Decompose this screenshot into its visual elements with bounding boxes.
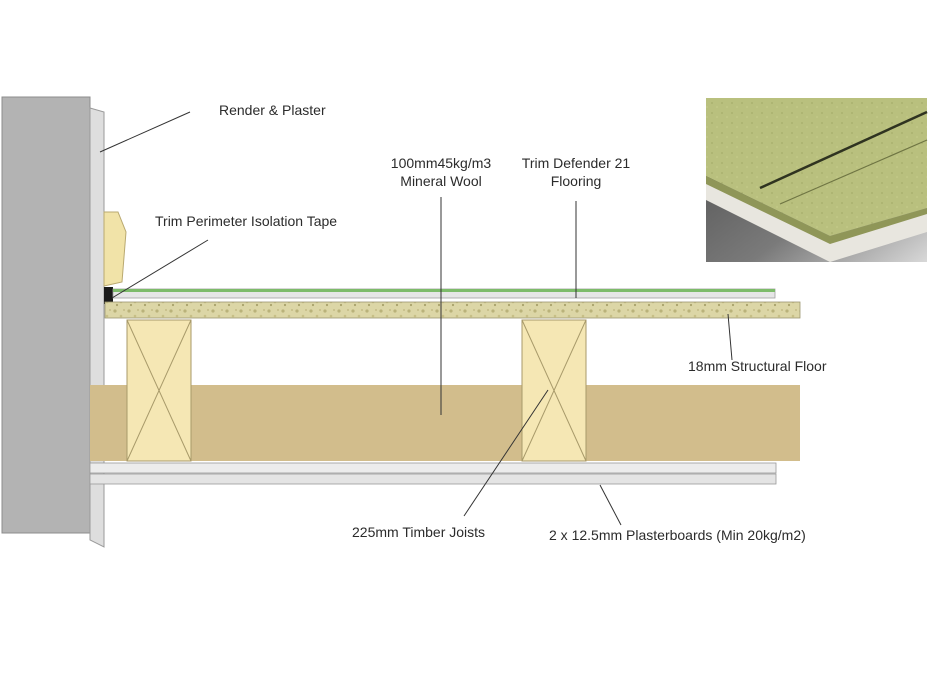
flooring-green-top — [113, 289, 775, 292]
label-structural-floor: 18mm Structural Floor — [688, 358, 827, 374]
label-timber-joists: 225mm Timber Joists — [352, 524, 486, 540]
label-plasterboards: 2 x 12.5mm Plasterboards (Min 20kg/m2) — [549, 527, 806, 543]
timber-joist-left — [126, 319, 192, 462]
label-mineral-wool-line2: Mineral Wool — [400, 173, 482, 189]
plasterboard-upper — [89, 462, 777, 474]
plasterboard-lower — [89, 473, 777, 485]
leader-lines — [99, 111, 733, 526]
label-flooring-line2: Flooring — [550, 173, 602, 189]
product-photo — [706, 98, 928, 262]
masonry-wall — [1, 96, 91, 534]
structural-floor-layer — [104, 301, 801, 319]
timber-joist-right — [521, 319, 587, 462]
label-isolation-tape: Trim Perimeter Isolation Tape — [155, 213, 338, 229]
mineral-wool-layer — [90, 385, 800, 461]
isolation-tape-strip — [103, 211, 127, 287]
label-mineral-wool: 100mm45kg/m3 Mineral Wool — [380, 154, 502, 190]
label-flooring-line1: Trim Defender 21 — [521, 155, 631, 171]
label-render-plaster: Render & Plaster — [219, 102, 326, 118]
label-mineral-wool-line1: 100mm45kg/m3 — [390, 155, 492, 171]
label-flooring: Trim Defender 21 Flooring — [510, 154, 642, 190]
isolation-tape-black — [104, 287, 113, 304]
